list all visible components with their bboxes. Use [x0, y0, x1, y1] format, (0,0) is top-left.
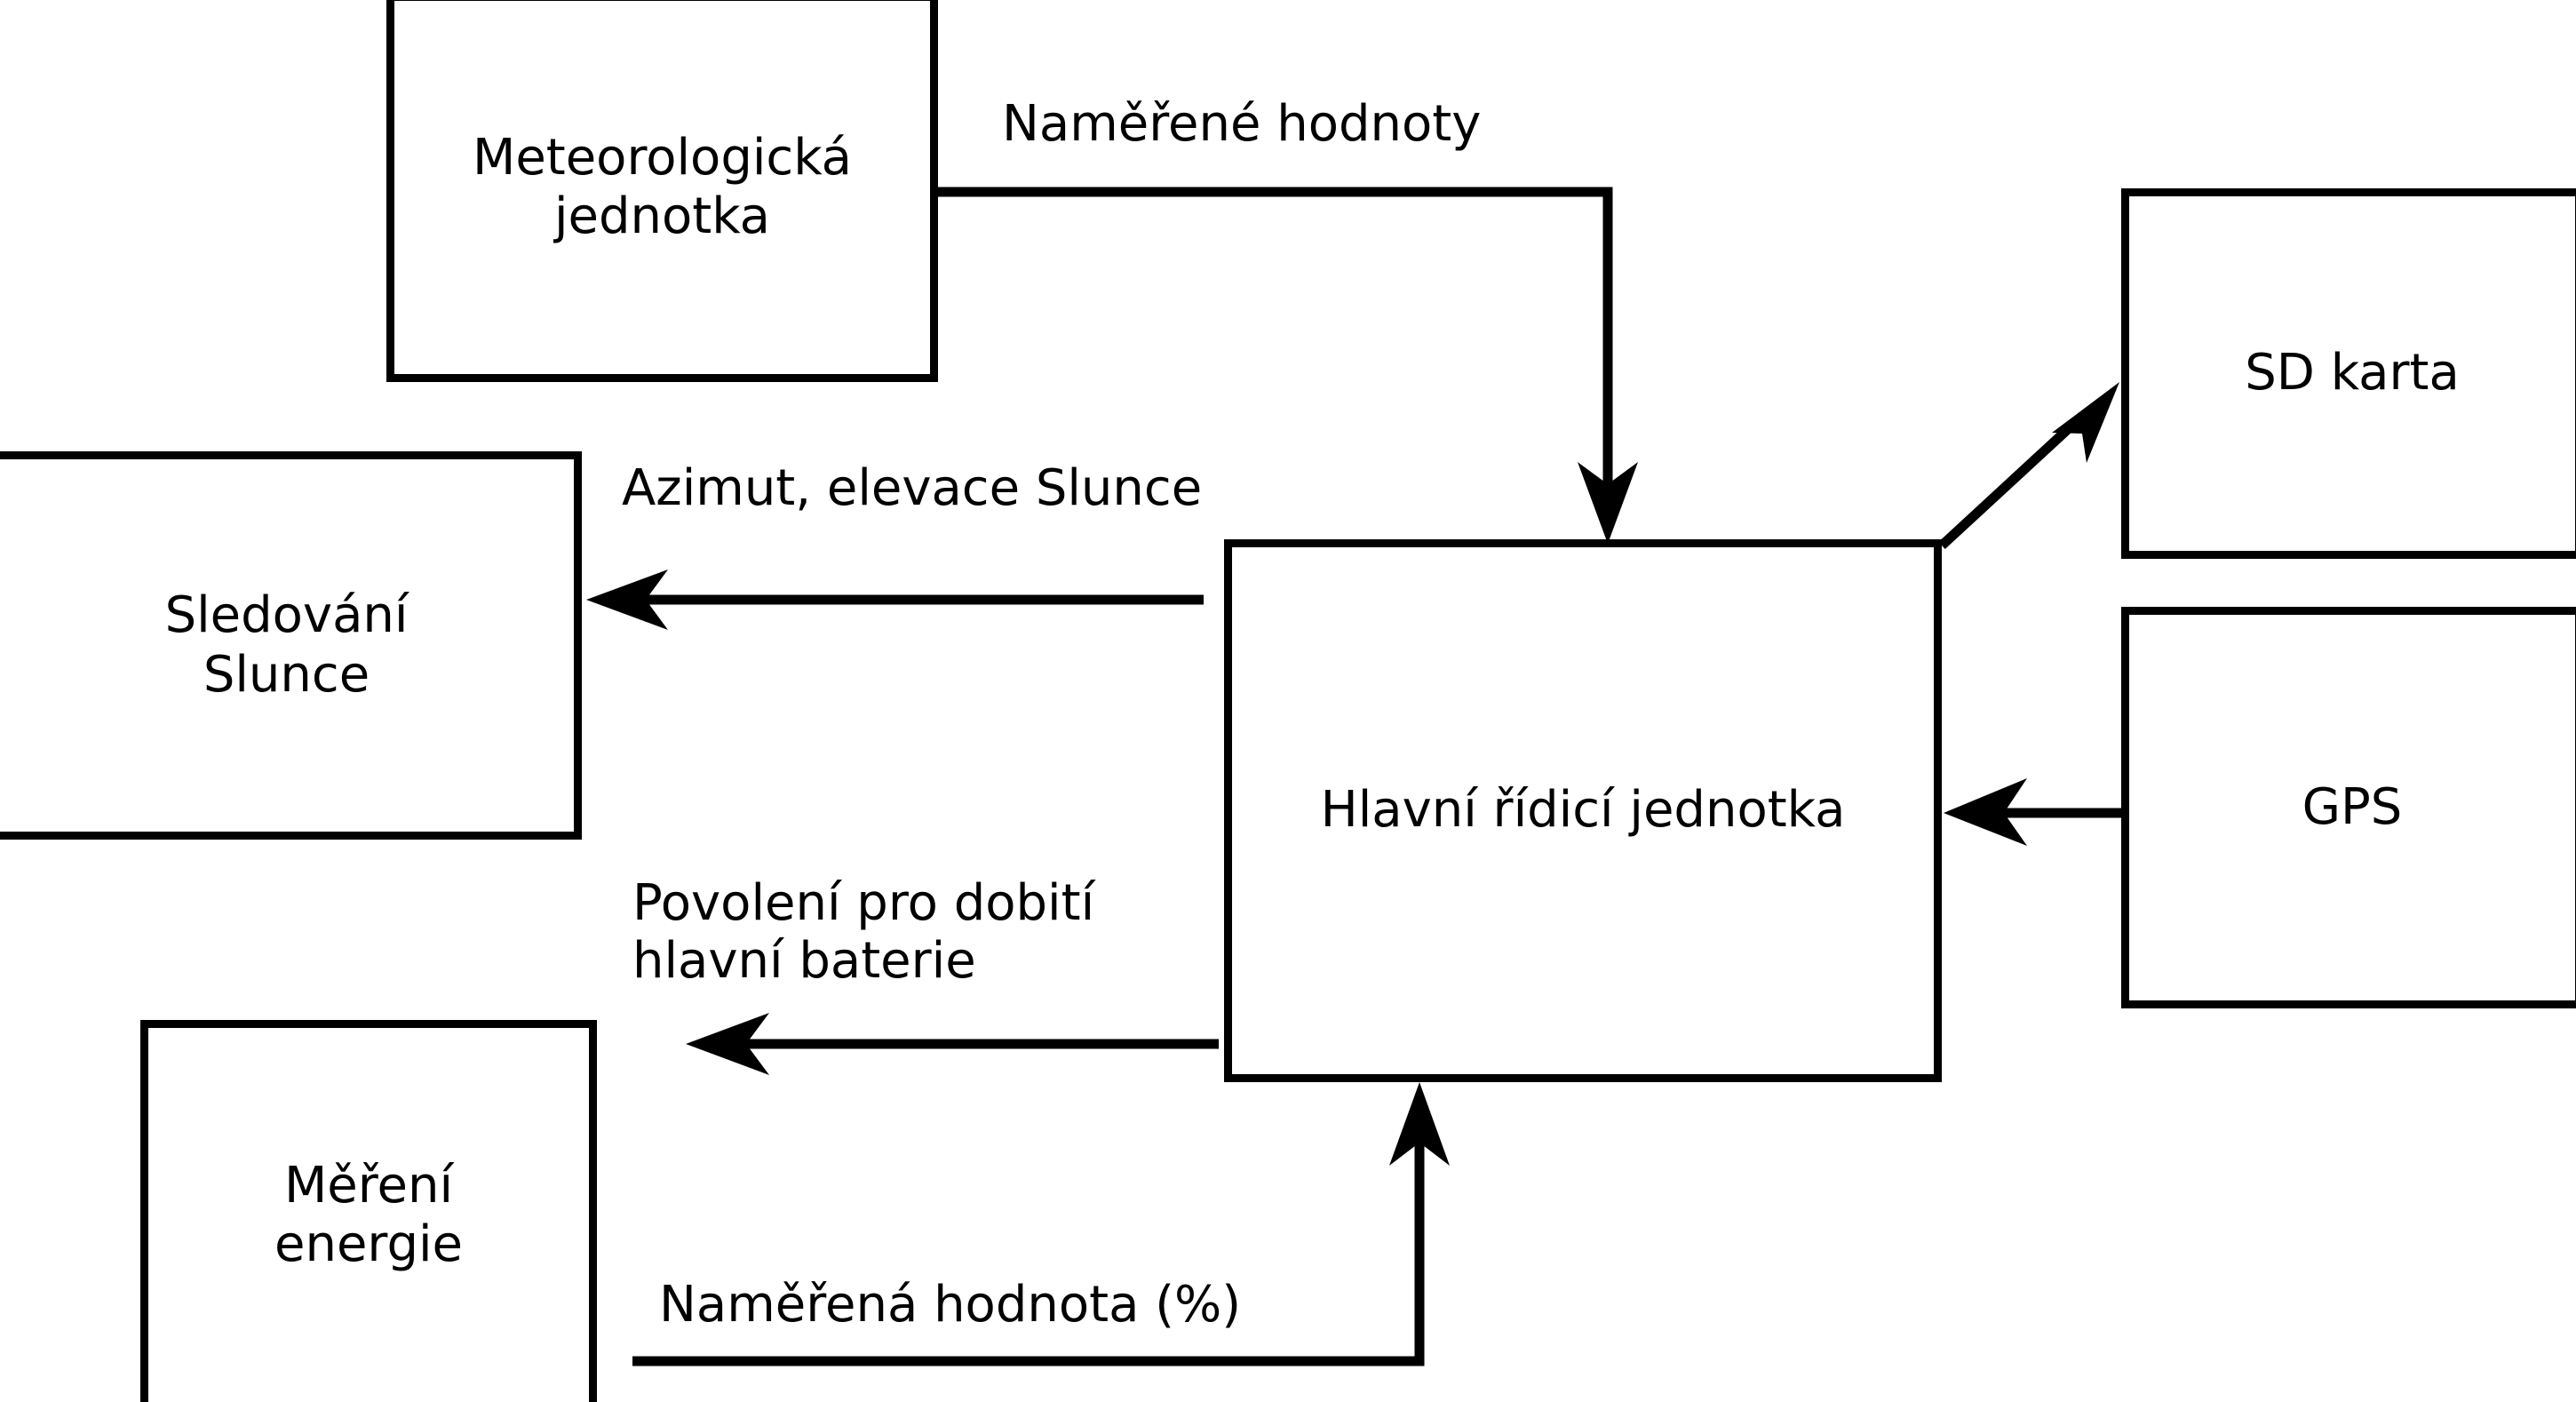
node-sun-tracking[interactable]: Sledování Slunce: [0, 451, 582, 840]
connector-energy-to-main: [632, 1082, 1450, 1366]
connector-gps-to-main: [1944, 778, 2123, 846]
connector-main-to-sun-tracking: [586, 570, 1204, 630]
node-gps[interactable]: GPS: [2121, 607, 2576, 1008]
node-main-control-unit[interactable]: Hlavní řídicí jednotka: [1224, 539, 1942, 1082]
connector-main-to-sd-card: [1938, 382, 2119, 550]
edge-label-azimuth-elevation: Azimut, elevace Slunce: [622, 459, 1203, 517]
edge-label-measured-value-percent: Naměřená hodnota (%): [659, 1276, 1242, 1334]
connector-main-to-energy: [686, 1013, 1219, 1075]
edge-label-charge-permission: Povolení pro dobití hlavní baterie: [632, 874, 1095, 990]
node-energy-measurement[interactable]: Měření energie: [140, 1020, 597, 1402]
edge-label-measured-values: Naměřené hodnoty: [1002, 95, 1482, 153]
node-meteo-unit[interactable]: Meteorologická jednotka: [386, 0, 938, 382]
node-sd-card[interactable]: SD karta: [2121, 188, 2576, 559]
connector-meteo-to-main: [934, 187, 1638, 544]
